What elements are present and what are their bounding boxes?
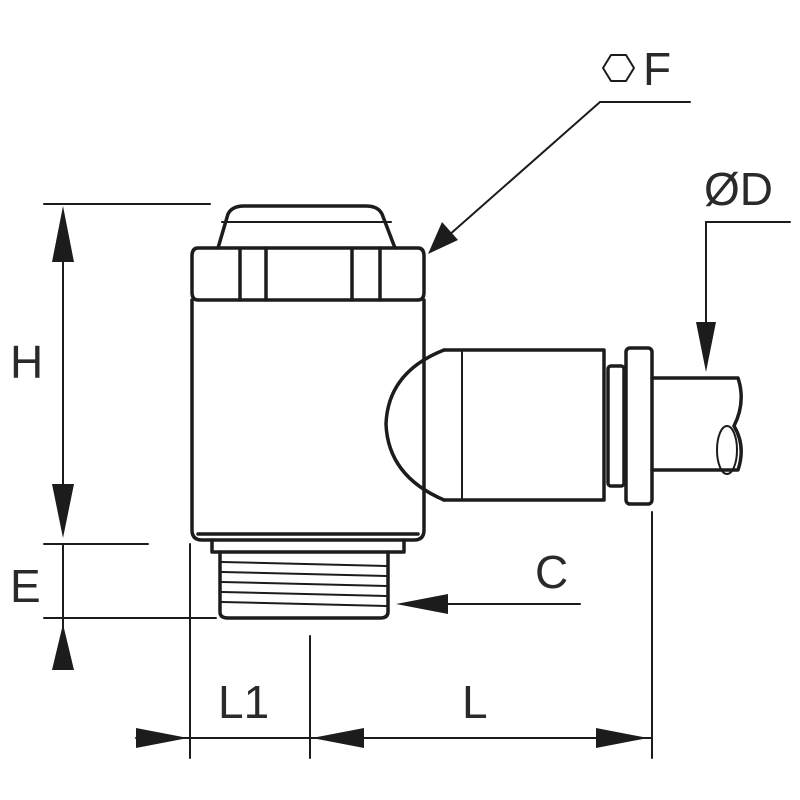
main-body [190,298,426,542]
tube [650,376,743,472]
label-d: ØD [704,163,773,215]
dimension-d: ØD [696,163,791,372]
label-l1: L1 [218,676,269,728]
tube-break [716,425,738,475]
l1-arrowhead-left [136,728,188,748]
label-h: H [10,336,43,388]
dimension-e: E [10,543,217,670]
e-arrowhead [52,624,74,670]
h-arrowhead-top [52,206,74,262]
dimension-c: C [396,546,581,614]
threaded-stud [218,550,390,620]
elbow-sleeve [442,348,606,502]
side-elbow [384,346,743,506]
collet-ring [624,346,654,506]
dimension-h: H [10,203,211,538]
f-arrowhead [428,222,458,254]
thread-lines [221,561,387,607]
top-cap [216,204,397,250]
h-arrowhead-bottom [52,484,74,538]
c-arrowhead [396,594,448,614]
d-arrowhead [696,322,716,372]
fitting-body [190,204,426,620]
elbow-dome [384,348,446,502]
label-f: F [643,43,671,95]
hexagon-icon [602,54,635,82]
label-e: E [10,560,41,612]
collet-inner [606,364,626,488]
thread-neck [210,538,406,554]
dimension-l1-l: L1 L [135,511,653,759]
label-c: C [535,546,568,598]
f-leader-diagonal [447,101,601,237]
label-l: L [462,676,488,728]
dimension-f: F [428,43,691,254]
hex-nut [190,246,426,302]
l-arrowhead-left [312,728,364,748]
l-arrowhead-right [596,728,648,748]
